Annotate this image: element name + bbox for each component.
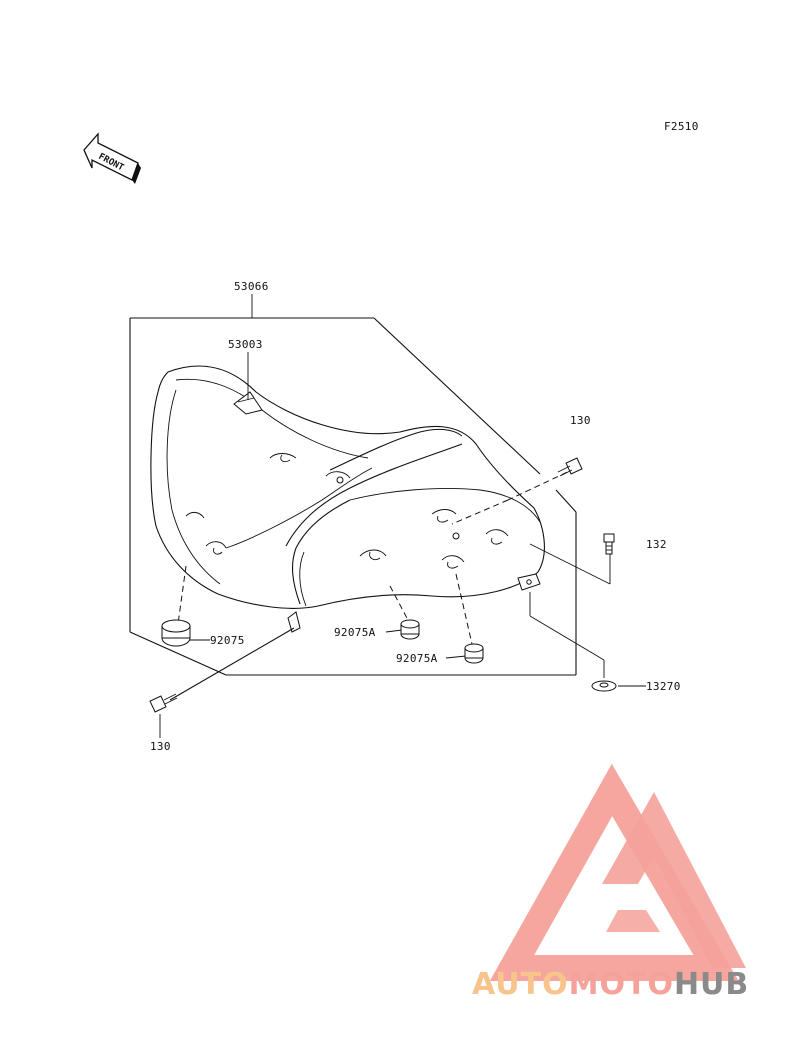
logo-hub: HUB bbox=[674, 967, 749, 1002]
figure-code: F2510 bbox=[664, 120, 699, 133]
damper-mid bbox=[400, 619, 420, 640]
logo-auto: AUTO bbox=[472, 967, 569, 1002]
leader-lines bbox=[159, 352, 646, 738]
bolt-top bbox=[557, 457, 583, 477]
label-92075A-mid: 92075A bbox=[334, 626, 376, 639]
collar-13270 bbox=[591, 680, 617, 692]
label-53066: 53066 bbox=[234, 280, 269, 293]
seat-drawing bbox=[150, 365, 545, 633]
damper-lower bbox=[464, 643, 484, 664]
label-130-top: 130 bbox=[570, 414, 591, 427]
label-92075: 92075 bbox=[210, 634, 245, 647]
bolt-right bbox=[603, 533, 615, 555]
label-130-bottom: 130 bbox=[150, 740, 171, 753]
assembly-bracket bbox=[129, 294, 577, 676]
label-53003: 53003 bbox=[228, 338, 263, 351]
label-132: 132 bbox=[646, 538, 667, 551]
bolt-bottom bbox=[149, 693, 178, 713]
svg-text:AUTOMOTOHUB: AUTOMOTOHUB bbox=[472, 967, 749, 1002]
label-13270: 13270 bbox=[646, 680, 681, 693]
logo-moto: MOTO bbox=[569, 967, 674, 1002]
label-92075A-lower: 92075A bbox=[396, 652, 438, 665]
automotohub-logo: AUTOMOTOHUB bbox=[472, 763, 749, 1002]
damper-left bbox=[161, 619, 191, 647]
front-arrow-icon: FRONT bbox=[83, 132, 141, 184]
